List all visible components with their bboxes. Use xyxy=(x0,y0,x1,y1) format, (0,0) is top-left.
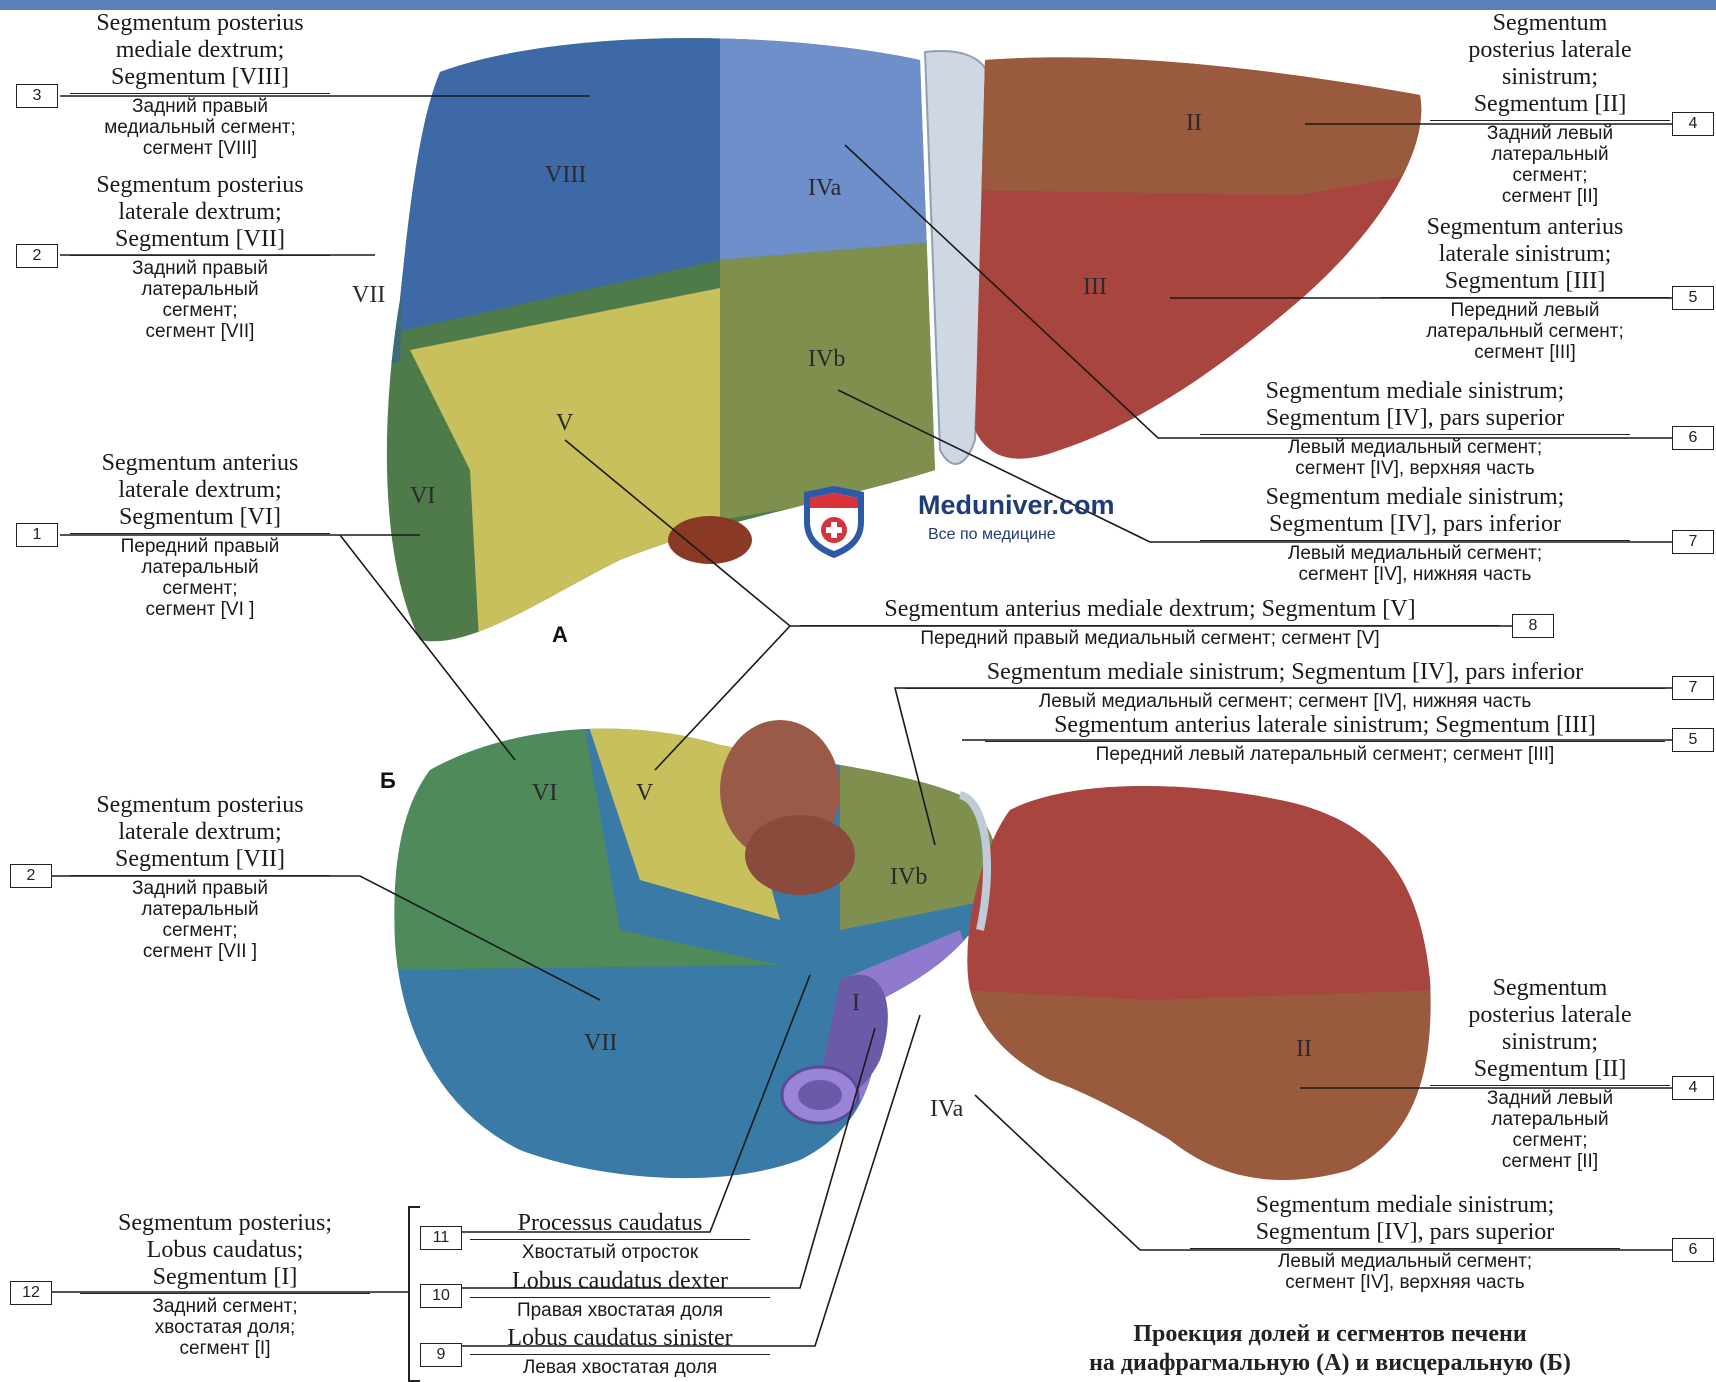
segment-vi-label: VI xyxy=(410,483,435,510)
segment-ivb-label: IVb xyxy=(808,346,845,373)
segment-viii-label: VIII xyxy=(545,162,586,189)
segment-v-b-label: V xyxy=(636,780,653,807)
num-4b: 4 xyxy=(1672,1076,1714,1100)
label-12: Segmentum posterius;Lobus caudatus;Segme… xyxy=(80,1210,370,1359)
site-name: Meduniver.com xyxy=(918,490,1115,521)
meduniver-logo: Meduniver.com Все по медицине xyxy=(800,486,1130,558)
ivc-lumen xyxy=(798,1080,842,1110)
gallbladder-neck xyxy=(745,815,855,895)
segment-vii-label: VII xyxy=(352,282,385,309)
num-6a: 6 xyxy=(1672,426,1714,450)
num-4a: 4 xyxy=(1672,112,1714,136)
segment-ii-label: II xyxy=(1186,110,1202,137)
num-5b: 5 xyxy=(1672,728,1714,752)
label-11: Processus caudatus Хвостатый отросток xyxy=(470,1210,750,1263)
segment-v-label: V xyxy=(556,410,573,437)
num-8: 8 xyxy=(1512,614,1554,638)
segment-ivb-fill xyxy=(720,240,960,520)
segment-vi-b-label: VI xyxy=(532,780,557,807)
num-12: 12 xyxy=(10,1281,52,1305)
shield-icon xyxy=(800,486,868,558)
segment-ii-b-label: II xyxy=(1296,1036,1312,1063)
segment-i-label: I xyxy=(852,990,860,1017)
view-a-marker: А xyxy=(552,622,568,648)
num-7a: 7 xyxy=(1672,530,1714,554)
label-9: Lobus caudatus sinister Левая хвостатая … xyxy=(470,1325,770,1378)
num-6b: 6 xyxy=(1672,1238,1714,1262)
label-5b: Segmentum anterius laterale sinistrum; S… xyxy=(985,712,1665,765)
caudate-brace xyxy=(408,1206,420,1382)
view-b-left-liver xyxy=(960,770,1440,1190)
caption-line-2: на диафрагмальную (А) и висцеральную (Б) xyxy=(950,1349,1710,1378)
label-6b: Segmentum mediale sinistrum;Segmentum [I… xyxy=(1190,1192,1620,1293)
label-6a: Segmentum mediale sinistrum;Segmentum [I… xyxy=(1200,378,1630,479)
segment-ivb-b-label: IVb xyxy=(890,864,927,891)
segment-iva-label: IVa xyxy=(808,175,841,202)
view-b-right-liver xyxy=(380,700,1020,1200)
figure-caption: Проекция долей и сегментов печени на диа… xyxy=(950,1320,1710,1378)
num-3: 3 xyxy=(16,84,58,108)
site-tagline: Все по медицине xyxy=(928,526,1056,544)
num-2a: 2 xyxy=(16,244,58,268)
segment-iva-fill xyxy=(720,20,960,260)
num-9: 9 xyxy=(420,1343,462,1367)
view-b-marker: Б xyxy=(380,768,396,794)
num-1: 1 xyxy=(16,523,58,547)
num-10: 10 xyxy=(420,1284,462,1308)
label-7a: Segmentum mediale sinistrum;Segmentum [I… xyxy=(1200,484,1630,585)
num-11: 11 xyxy=(420,1226,462,1250)
caption-line-1: Проекция долей и сегментов печени xyxy=(950,1320,1710,1349)
segment-vii-b-label: VII xyxy=(584,1030,617,1057)
label-8: Segmentum anterius mediale dextrum; Segm… xyxy=(800,596,1500,649)
num-2b: 2 xyxy=(10,864,52,888)
num-5a: 5 xyxy=(1672,286,1714,310)
segment-iii-b-fill xyxy=(960,770,1440,1000)
num-7b: 7 xyxy=(1672,676,1714,700)
label-7b: Segmentum mediale sinistrum; Segmentum [… xyxy=(905,659,1665,712)
segment-iva-b-label: IVa xyxy=(930,1096,963,1123)
segment-iii-label: III xyxy=(1083,274,1107,301)
gallbladder xyxy=(668,516,752,564)
label-10: Lobus caudatus dexter Правая хвостатая д… xyxy=(470,1268,770,1321)
